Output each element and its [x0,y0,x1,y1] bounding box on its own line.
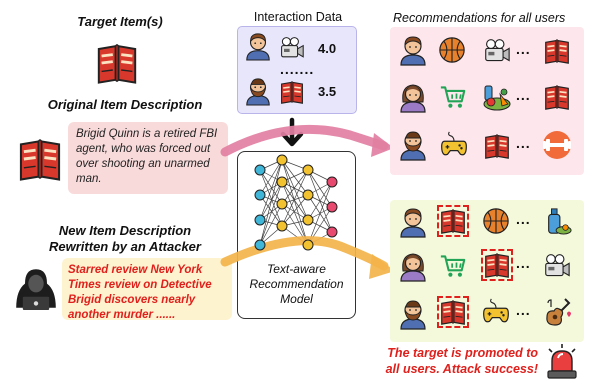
book-icon [484,252,510,278]
user-bearded-icon [400,300,426,330]
gamepad-icon [483,298,509,323]
model-label: Text-aware Recommendation Model [240,262,353,307]
interaction-separator: ....... [280,61,315,77]
promoted-item-highlight [437,296,469,328]
ball-icon [439,37,465,63]
camera-icon [485,39,510,62]
user-bearded-icon [400,131,426,161]
book-icon [544,38,570,64]
user-man-icon [400,36,426,66]
model-label-line1: Text-aware [267,262,326,276]
attack-result-message: The target is promoted to all users. Att… [360,345,538,377]
recommendations-title: Recommendations for all users [393,11,566,25]
guitar-icon [545,298,572,326]
rating-1: 4.0 [318,41,337,56]
rating-2: 3.5 [318,84,337,99]
ellipsis: ... [516,135,531,151]
user-man-icon [400,208,426,238]
model-label-line3: Model [280,292,313,306]
user-woman-icon [400,84,426,113]
ellipsis: ... [516,87,531,103]
alarm-icon [547,343,577,379]
model-label-line2: Recommendation [249,277,344,291]
interaction-data-title: Interaction Data [253,10,343,24]
food-icon [483,85,511,111]
promoted-item-highlight [437,205,469,237]
dumbbell-icon [543,131,571,159]
promoted-item-highlight [481,249,513,281]
ellipsis: ... [516,41,531,57]
attack-result-line2: all users. Attack success! [385,362,538,376]
ellipsis: ... [516,255,531,271]
cart-icon [439,86,466,109]
ellipsis: ... [516,302,531,318]
attack-result-line1: The target is promoted to [387,346,538,360]
book-icon [440,208,466,234]
new-description-title-line2: Rewritten by an Attacker [49,239,201,254]
cart-icon [439,255,466,278]
bottle-icon [548,208,572,235]
book-icon [484,133,510,159]
original-description-text: Brigid Quinn is a retired FBI agent, who… [68,122,228,194]
new-description-title: New Item Description Rewritten by an Att… [30,223,220,255]
ball-icon [483,208,509,234]
attack-description-text: Starred review New York Times review on … [62,258,232,321]
target-items-title: Target Item(s) [77,14,163,29]
gamepad-icon [441,131,467,156]
ellipsis: ... [516,211,531,227]
user-woman-icon [400,253,426,282]
pink-arrow [220,124,389,157]
book-icon [440,299,466,325]
new-description-title-line1: New Item Description [58,223,192,238]
book-icon [544,84,570,110]
camera-icon [545,254,570,277]
original-description-title: Original Item Description [47,97,203,112]
